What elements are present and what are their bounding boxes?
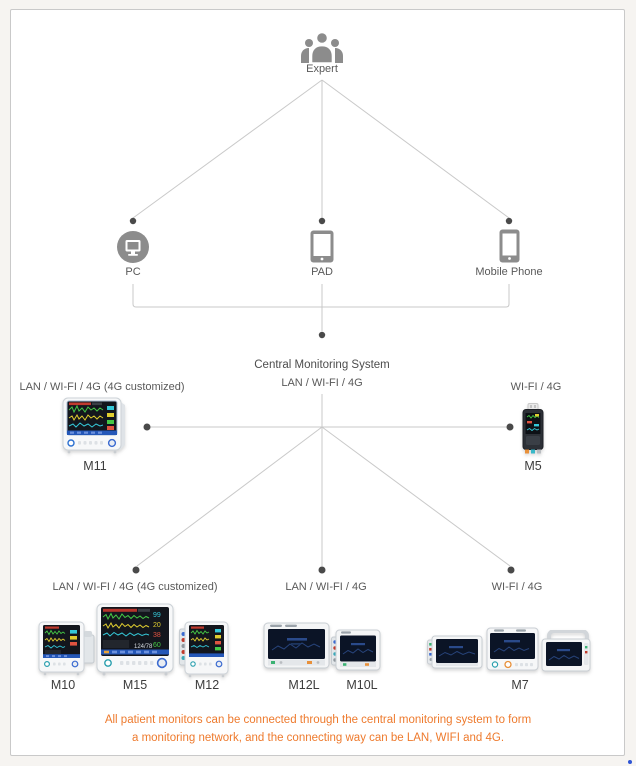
group2-connectivity-label: LAN / WI-FI / 4G: [285, 581, 367, 593]
m5-monitor-illustration: [522, 403, 544, 454]
svg-text:60: 60: [153, 642, 161, 649]
m5-model-label: M5: [524, 459, 542, 473]
group1-connectivity-label: LAN / WI-FI / 4G (4G customized): [52, 581, 218, 593]
group3-connectivity-label: WI-FI / 4G: [491, 581, 543, 593]
m11-model-label: M11: [83, 459, 107, 473]
cms-title: Central Monitoring System: [254, 359, 390, 371]
m10-model-label: M10: [50, 678, 76, 692]
m10-monitor-illustration: [38, 621, 95, 676]
svg-text:99: 99: [153, 612, 161, 619]
mobile-phone-icon: [499, 229, 520, 263]
m5-connectivity-label: WI-FI / 4G: [510, 381, 562, 393]
pc-icon: [117, 231, 149, 263]
m11-connectivity-label: LAN / WI-FI / 4G (4G customized): [19, 381, 185, 393]
m7-center-monitor-illustration: [486, 627, 539, 671]
m12-monitor-illustration: [179, 621, 229, 678]
svg-text:20: 20: [153, 622, 161, 629]
pad-label: PAD: [311, 266, 333, 278]
m12-model-label: M12: [194, 678, 220, 692]
m7-right-monitor-illustration: [541, 630, 591, 672]
m10l-monitor-illustration: [331, 629, 381, 671]
page-corner-dot: [628, 760, 632, 764]
m15-model-label: M15: [122, 678, 148, 692]
expert-label: Expert: [306, 63, 338, 75]
caption-line-2: a monitoring network, and the connecting…: [131, 732, 505, 744]
pad-icon: [310, 230, 334, 263]
m12l-model-label: M12L: [288, 678, 320, 692]
m10l-model-label: M10L: [346, 678, 378, 692]
m15-monitor-illustration: 99 20 38 60 124/78: [96, 603, 174, 676]
svg-text:38: 38: [153, 632, 161, 639]
m7-left-monitor-illustration: [427, 635, 483, 669]
cms-connectivity-label: LAN / WI-FI / 4G: [281, 377, 363, 389]
pc-label: PC: [125, 266, 141, 278]
caption-line-1: All patient monitors can be connected th…: [104, 714, 532, 726]
m12l-monitor-illustration: [263, 622, 330, 669]
expert-group-icon: [301, 31, 343, 63]
svg-text:124/78: 124/78: [134, 644, 153, 650]
m7-model-label: M7: [511, 678, 529, 692]
m11-monitor-illustration: [62, 397, 125, 454]
mobile-phone-label: Mobile Phone: [475, 266, 543, 278]
